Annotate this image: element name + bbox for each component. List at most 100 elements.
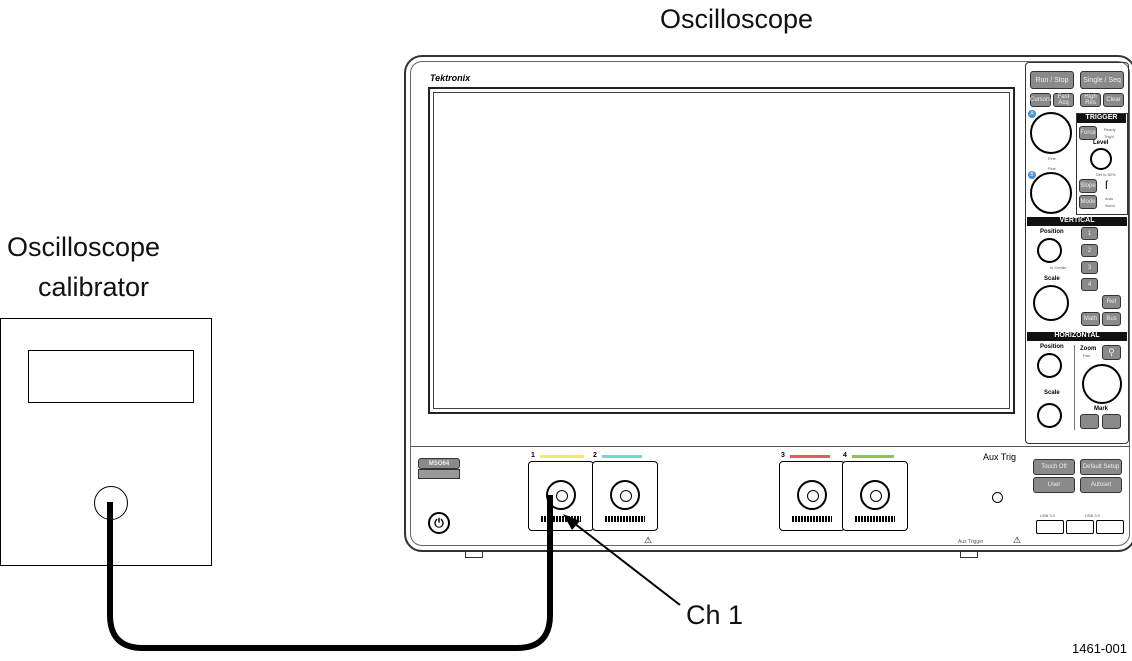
- fast-acq-button[interactable]: Fast Acq: [1053, 93, 1074, 107]
- ref-button[interactable]: Ref: [1102, 295, 1121, 309]
- mode-button[interactable]: Mode: [1079, 195, 1097, 209]
- knob-a-fine-label: Fine: [1048, 156, 1056, 161]
- norm-indicator: Norm: [1105, 203, 1115, 208]
- zoom-pan-knob[interactable]: [1082, 364, 1122, 404]
- tekvpi-pins: [541, 516, 581, 522]
- level-label: Level: [1093, 140, 1109, 146]
- slope-icon: ſ: [1105, 178, 1108, 192]
- vertical-position-label: Position: [1040, 229, 1064, 235]
- bus-button[interactable]: Bus: [1102, 312, 1121, 326]
- trigger-header: TRIGGER: [1077, 114, 1126, 123]
- usb-port[interactable]: [1036, 520, 1064, 534]
- usb-port[interactable]: [1096, 520, 1124, 534]
- oscilloscope-body: [404, 55, 1132, 552]
- high-res-button[interactable]: High Res: [1080, 93, 1101, 107]
- channel-3-color-bar: [790, 455, 830, 458]
- bottom-divider: [410, 446, 1130, 447]
- channel-4-number: 4: [843, 452, 847, 459]
- channel-1-number: 1: [531, 452, 535, 459]
- channel-4-input[interactable]: [842, 461, 908, 531]
- bnc-cable: [107, 495, 553, 651]
- brand-logo: Tektronix: [430, 73, 471, 83]
- mark-prev-button[interactable]: [1080, 414, 1099, 429]
- oscilloscope-label: Oscilloscope: [660, 4, 814, 34]
- set-50-label: Set to 50%: [1096, 172, 1116, 177]
- horizontal-scale-label: Scale: [1044, 390, 1060, 396]
- tekvpi-pins: [792, 516, 832, 522]
- touch-off-button[interactable]: Touch Off: [1033, 459, 1075, 475]
- channel-2-number: 2: [593, 452, 597, 459]
- channel-2-button[interactable]: 2: [1081, 244, 1098, 257]
- tekvpi-pins: [605, 516, 645, 522]
- pan-label: Pan: [1083, 353, 1091, 358]
- autoset-button[interactable]: Autoset: [1080, 477, 1122, 493]
- callout-arrowhead: [563, 514, 580, 530]
- channel-1-color-bar: [540, 455, 584, 458]
- bnc-connector: [860, 480, 890, 510]
- touchscreen-display[interactable]: [433, 92, 1010, 409]
- channel-3-input[interactable]: [779, 461, 845, 531]
- aux-trigger-label: Aux Trigger: [958, 539, 984, 545]
- divider: [1074, 345, 1075, 430]
- display-bezel: [428, 87, 1015, 414]
- power-button[interactable]: ⏻: [428, 512, 450, 534]
- vertical-scale-knob[interactable]: [1033, 285, 1069, 321]
- run-stop-button[interactable]: Run / Stop: [1030, 71, 1074, 89]
- callout-arrow-line: [569, 519, 681, 606]
- usb-label: USB 3.0: [1040, 513, 1055, 518]
- vertical-header: VERTICAL: [1027, 217, 1127, 226]
- calibrator-label-line1: Oscilloscope: [7, 232, 161, 262]
- model-info: [418, 469, 460, 479]
- to-center-label: to Center: [1050, 265, 1067, 270]
- aux-trig-label: Aux Trig: [983, 452, 1017, 462]
- trigd-indicator: Trig'd: [1104, 134, 1114, 139]
- clear-button[interactable]: Clear: [1103, 93, 1124, 107]
- cursors-button[interactable]: Cursors: [1030, 93, 1051, 107]
- scope-foot: [960, 550, 978, 558]
- vertical-position-knob[interactable]: [1037, 238, 1062, 263]
- mark-label: Mark: [1094, 406, 1109, 412]
- warning-icon: ⚠: [644, 535, 653, 545]
- front-panel-controls: [1025, 62, 1129, 444]
- knob-b-fine-label: Fine: [1048, 166, 1056, 171]
- channel-3-number: 3: [781, 452, 785, 459]
- horizontal-header: HORIZONTAL: [1027, 332, 1127, 341]
- tekvpi-pins: [855, 516, 895, 522]
- channel-1-button[interactable]: 1: [1081, 227, 1098, 240]
- channel-1-input[interactable]: [528, 461, 594, 531]
- force-button[interactable]: Force: [1079, 126, 1097, 140]
- multipurpose-knob-a[interactable]: [1030, 112, 1072, 154]
- trigger-section: [1076, 113, 1128, 215]
- mark-next-button[interactable]: [1102, 414, 1121, 429]
- scope-foot: [465, 550, 483, 558]
- math-button[interactable]: Math: [1081, 312, 1100, 326]
- multipurpose-knob-b[interactable]: [1030, 172, 1072, 214]
- usb-label: USB 3.0: [1085, 513, 1100, 518]
- aux-trig-connector[interactable]: [992, 492, 1003, 503]
- vertical-scale-label: Scale: [1044, 276, 1060, 282]
- usb-port[interactable]: [1066, 520, 1094, 534]
- single-seq-button[interactable]: Single / Seq: [1080, 71, 1124, 89]
- bnc-connector: [610, 480, 640, 510]
- horizontal-position-knob[interactable]: [1037, 353, 1062, 378]
- zoom-magnifier-button[interactable]: ⚲: [1102, 345, 1121, 360]
- channel-3-button[interactable]: 3: [1081, 261, 1098, 274]
- channel-2-color-bar: [602, 455, 642, 458]
- slope-button[interactable]: Slope: [1079, 179, 1097, 193]
- zoom-label: Zoom: [1080, 346, 1097, 352]
- model-badge: MSO64: [418, 458, 460, 469]
- channel-4-color-bar: [852, 455, 894, 458]
- default-setup-button[interactable]: Default Setup: [1080, 459, 1122, 475]
- auto-indicator: Auto: [1105, 196, 1114, 201]
- channel-4-button[interactable]: 4: [1081, 278, 1098, 291]
- warning-icon: ⚠: [1013, 535, 1022, 545]
- ready-indicator: Ready: [1104, 127, 1116, 132]
- bnc-connector: [797, 480, 827, 510]
- knob-a-badge: A: [1028, 110, 1036, 118]
- channel-2-input[interactable]: [592, 461, 658, 531]
- user-button[interactable]: User: [1033, 477, 1075, 493]
- figure-id: 1461-001: [1072, 641, 1127, 656]
- horizontal-scale-knob[interactable]: [1037, 403, 1062, 428]
- trigger-level-knob[interactable]: [1090, 148, 1112, 170]
